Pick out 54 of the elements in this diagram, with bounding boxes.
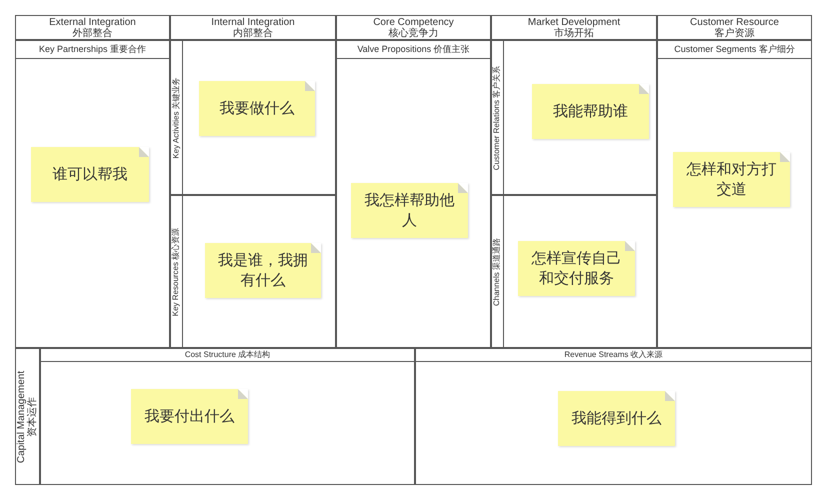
sticky-note <box>205 243 321 298</box>
canvas-cell <box>170 195 336 348</box>
sticky-note <box>351 183 468 238</box>
header-text: 市场开拓 <box>554 28 594 38</box>
header-text: 客户资源 <box>714 28 754 38</box>
sticky-note <box>518 241 635 296</box>
note-text: 怎样和对方打交道 <box>686 160 778 200</box>
cell-title: Channels 渠道通路 <box>494 237 502 306</box>
column-header <box>170 15 336 40</box>
canvas-cell <box>170 40 336 195</box>
cell-title: Key Resources 核心资源 <box>172 227 180 316</box>
header-text: External Integration <box>49 16 136 28</box>
sticky-note <box>558 391 675 446</box>
column-header <box>336 15 491 40</box>
note-text: 我要付出什么 <box>144 406 234 426</box>
note-text: 谁可以帮我 <box>52 164 128 184</box>
canvas-cell <box>336 40 491 348</box>
column-header <box>491 15 657 40</box>
sticky-note <box>673 152 790 207</box>
column-header <box>15 15 170 40</box>
cell-title: Key Partnerships 重要合作 <box>38 45 146 54</box>
cell-title: Customer Segments 客户细分 <box>674 45 795 54</box>
cell-title: Key Activities 关键业务 <box>172 76 180 158</box>
header-text: Internal Integration <box>211 16 295 28</box>
canvas-cell <box>15 40 170 348</box>
sticky-note <box>199 81 315 136</box>
note-text: 我怎样帮助他人 <box>364 190 456 230</box>
header-text: 核心竞争力 <box>388 28 438 38</box>
note-text: 我要做什么 <box>220 98 294 118</box>
note-text: 我能帮助谁 <box>553 102 628 122</box>
cell-title: Revenue Streams 收入来源 <box>564 351 663 359</box>
canvas-cell <box>657 40 812 348</box>
cell-title: Cost Structure 成本结构 <box>184 351 270 359</box>
column-header <box>657 15 812 40</box>
header-text: Customer Resource <box>690 16 779 28</box>
canvas-cell <box>415 348 812 485</box>
header-text: Core Competency <box>373 16 454 28</box>
sticky-note <box>31 147 149 202</box>
header-text: 内部整合 <box>233 28 273 38</box>
note-text: 我是谁，我拥有什么 <box>217 250 309 290</box>
sticky-note <box>532 84 649 139</box>
header-text: 外部整合 <box>72 28 112 38</box>
note-text: 怎样宣传自己和交付服务 <box>530 248 622 288</box>
cell-title: Valve Propositions 价值主张 <box>357 45 470 54</box>
header-text: 资本运作 <box>28 396 38 436</box>
sticky-note <box>131 389 248 444</box>
cell-title: Customer Relations 客户关系 <box>494 65 502 170</box>
header-text: Capital Management <box>16 370 28 463</box>
row-header <box>15 348 40 485</box>
note-text: 我能得到什么 <box>572 408 662 428</box>
canvas-cell <box>491 40 657 195</box>
canvas-cell <box>40 348 415 485</box>
header-text: Market Development <box>528 16 620 28</box>
canvas-cell <box>491 195 657 348</box>
